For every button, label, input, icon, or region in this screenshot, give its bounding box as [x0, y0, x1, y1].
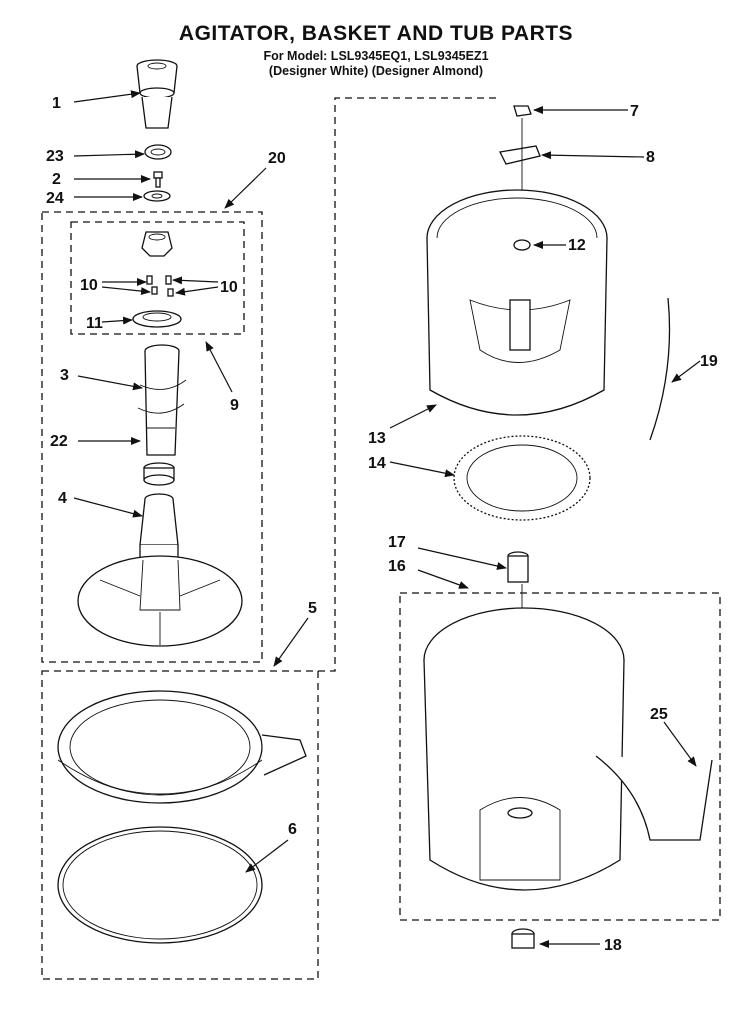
- agitator-cap-part: [136, 59, 178, 129]
- drain-hose-part: [595, 755, 713, 841]
- callout-12: 12: [568, 237, 586, 254]
- callout-5: 5: [308, 600, 317, 617]
- cam-part: [141, 231, 173, 257]
- callout-17: 17: [388, 534, 406, 551]
- bolt-part: [153, 171, 163, 188]
- callout-24: 24: [46, 190, 64, 207]
- callout-19: 19: [700, 353, 718, 370]
- callout-22: 22: [50, 433, 68, 450]
- callout-23: 23: [46, 148, 64, 165]
- dogs-part: [146, 275, 174, 297]
- clip-part: [144, 144, 172, 160]
- clip-7-part: [513, 105, 532, 117]
- page-title: AGITATOR, BASKET AND TUB PARTS: [178, 22, 574, 45]
- washer-part: [143, 190, 171, 202]
- callout-4: 4: [58, 490, 67, 507]
- callout-6: 6: [288, 821, 297, 838]
- callout-7: 7: [630, 103, 639, 120]
- callout-11: 11: [86, 315, 103, 332]
- callout-25: 25: [650, 706, 668, 723]
- callout-1: 1: [52, 95, 61, 112]
- callout-9: 9: [230, 397, 239, 414]
- callout-10-right: 10: [220, 279, 238, 296]
- callout-14: 14: [368, 455, 386, 472]
- callout-20: 20: [268, 150, 286, 167]
- group-box-16: [399, 592, 721, 921]
- agitator-auger-part: [137, 344, 187, 456]
- basket-frame-line: [318, 97, 500, 672]
- tub-seal-part: [57, 826, 263, 944]
- bearing-part: [143, 462, 175, 486]
- drive-block-part: [507, 551, 529, 583]
- group-box-5: [41, 670, 319, 980]
- group-box-20: [41, 211, 263, 663]
- callout-16: 16: [388, 558, 406, 575]
- seal-18-part: [511, 928, 535, 949]
- callout-18: 18: [604, 937, 622, 954]
- group-box-9: [70, 221, 245, 335]
- callout-3: 3: [60, 367, 69, 384]
- model-line: For Model: LSL9345EQ1, LSL9345EZ1: [263, 49, 489, 63]
- hub-8-part: [499, 145, 541, 165]
- callout-13: 13: [368, 430, 386, 447]
- outer-tub-part: [423, 607, 625, 891]
- basket-part: [426, 189, 608, 416]
- hose-part: [649, 297, 671, 441]
- retainer-part: [132, 310, 182, 328]
- finish-line: (Designer White) (Designer Almond): [268, 64, 484, 78]
- callout-10-left: 10: [80, 277, 98, 294]
- balance-ring-part: [453, 435, 591, 521]
- lower-agitator-part: [77, 493, 243, 647]
- tub-ring-part: [57, 690, 307, 804]
- callout-2: 2: [52, 171, 61, 188]
- callout-8: 8: [646, 149, 655, 166]
